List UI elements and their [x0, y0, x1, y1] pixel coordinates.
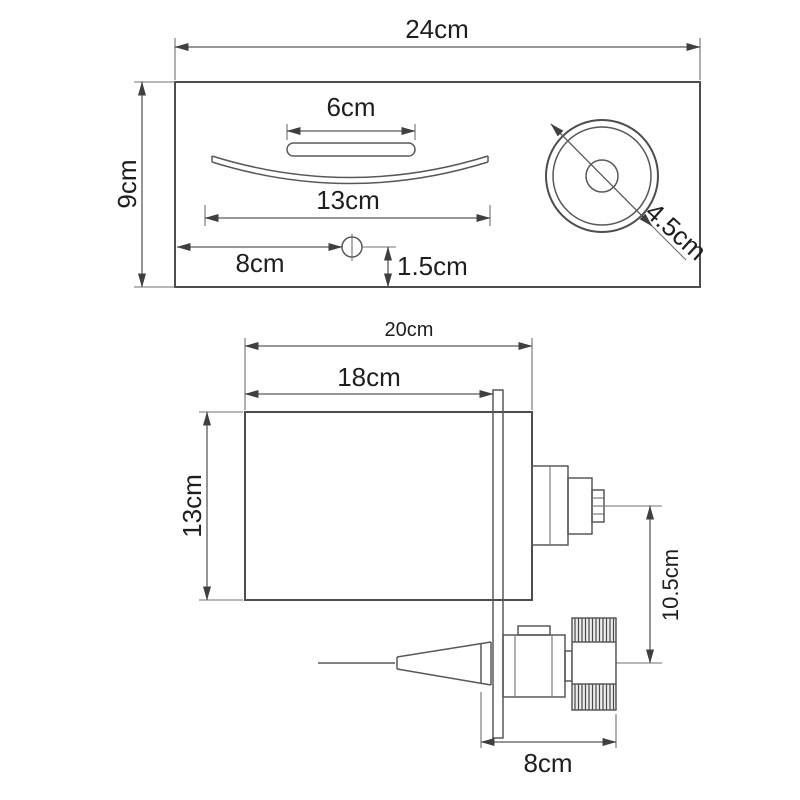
- dim-label-8cm-offset: 8cm: [235, 248, 284, 278]
- mounting-box-outline: [244, 411, 533, 601]
- valve-assembly: [318, 617, 617, 711]
- leader-line: [651, 225, 687, 261]
- dim-hole-offset: 8cm: [176, 243, 343, 278]
- dim-label-10-5cm: 10.5cm: [658, 549, 683, 621]
- spout-curve: [211, 155, 489, 185]
- dimension-line: [550, 123, 653, 227]
- lever-bottom-edge: [396, 668, 492, 686]
- dim-overall-depth: 9cm: [112, 81, 175, 288]
- dim-label-20cm: 20cm: [385, 319, 434, 341]
- valve-body: [502, 634, 566, 698]
- dim-spout-width: 13cm: [204, 185, 491, 226]
- dim-label-8cm-depth: 8cm: [523, 748, 572, 778]
- valve-stem: [564, 650, 573, 682]
- side-view: 20cm 18cm 13cm 10.5c: [177, 319, 683, 778]
- lever-top-edge: [396, 641, 492, 658]
- dim-label-6cm: 6cm: [326, 92, 375, 122]
- dim-label-24cm: 24cm: [405, 14, 469, 44]
- wall-plate: [492, 389, 504, 739]
- dim-box-width: 20cm: [244, 319, 533, 410]
- dim-knob-diameter: 4.5cm: [550, 123, 713, 266]
- dim-label-1-5cm: 1.5cm: [397, 251, 468, 281]
- dim-valve-drop: 10.5cm: [604, 505, 683, 664]
- connector-body: [567, 477, 593, 535]
- dim-label-18cm: 18cm: [337, 362, 401, 392]
- top-view-outline: [174, 81, 701, 288]
- dim-slot-width: 6cm: [286, 92, 416, 140]
- dim-label-4-5cm: 4.5cm: [640, 196, 713, 266]
- dim-hole-to-edge: 1.5cm: [362, 246, 468, 288]
- valve-top-step: [517, 625, 551, 636]
- dim-label-13cm-height: 13cm: [177, 474, 207, 538]
- dim-label-9cm: 9cm: [112, 159, 142, 208]
- spout-curve-top: [211, 155, 489, 179]
- dim-valve-depth: 8cm: [480, 692, 617, 778]
- top-view: 24cm 9cm 6cm 13cm: [112, 14, 713, 288]
- handle-smooth-band: [573, 642, 615, 684]
- overflow-slot: [286, 142, 416, 157]
- handle-outline: [571, 617, 617, 711]
- knob-outer-circle: [545, 119, 659, 233]
- spout-curve-bottom: [211, 161, 489, 185]
- dim-overall-width: 24cm: [174, 14, 701, 80]
- dim-label-13cm: 13cm: [316, 185, 380, 215]
- dim-inner-width: 18cm: [244, 362, 494, 398]
- outlet-connector: [531, 465, 605, 546]
- knurled-handle: [571, 617, 617, 711]
- dim-box-height: 13cm: [177, 411, 243, 601]
